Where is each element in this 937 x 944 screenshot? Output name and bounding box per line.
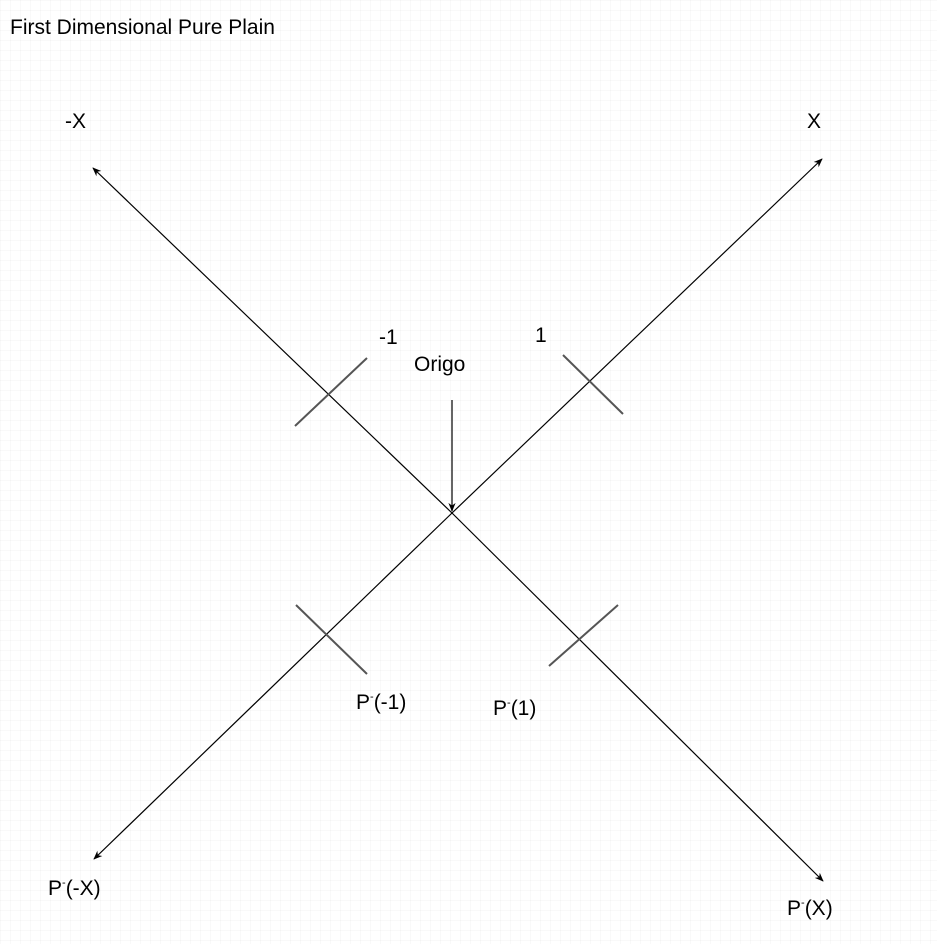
label-p-neg-x-sup: -: [62, 877, 66, 889]
axis-neg-x-line: [92, 167, 453, 514]
label-p-neg-x-base: P: [48, 877, 63, 900]
label-p-one-sup: -: [507, 697, 511, 709]
label-p-one: P-(1): [493, 697, 537, 720]
label-p-neg-one: P-(-1): [356, 691, 407, 714]
label-one: 1: [535, 324, 547, 347]
label-neg-one: -1: [379, 326, 398, 349]
label-x: X: [807, 110, 822, 133]
tick-p-one: [548, 604, 619, 667]
tick-p-neg-one: [295, 604, 368, 675]
label-p-x-arg: (X): [804, 897, 833, 920]
label-p-x: P-(X): [787, 897, 833, 920]
label-p-neg-one-sup: -: [370, 691, 374, 703]
label-p-neg-x-arg: (-X): [65, 877, 101, 900]
label-p-one-arg: (1): [510, 697, 537, 720]
diagram-title: First Dimensional Pure Plain: [10, 16, 275, 39]
label-p-one-base: P: [493, 697, 508, 720]
label-p-x-sup: -: [801, 897, 805, 909]
axis-x-line: [451, 158, 823, 514]
tick-neg-one: [294, 357, 368, 427]
label-p-neg-x: P-(-X): [48, 877, 101, 900]
label-neg-x: -X: [65, 110, 86, 133]
tick-one: [562, 354, 624, 415]
axis-p-x-line: [451, 512, 824, 882]
label-origo: Origo: [414, 353, 466, 376]
label-p-x-base: P: [787, 897, 802, 920]
axis-p-neg-x-line: [93, 512, 453, 860]
label-p-neg-one-base: P: [356, 691, 371, 714]
label-p-neg-one-arg: (-1): [373, 691, 407, 714]
